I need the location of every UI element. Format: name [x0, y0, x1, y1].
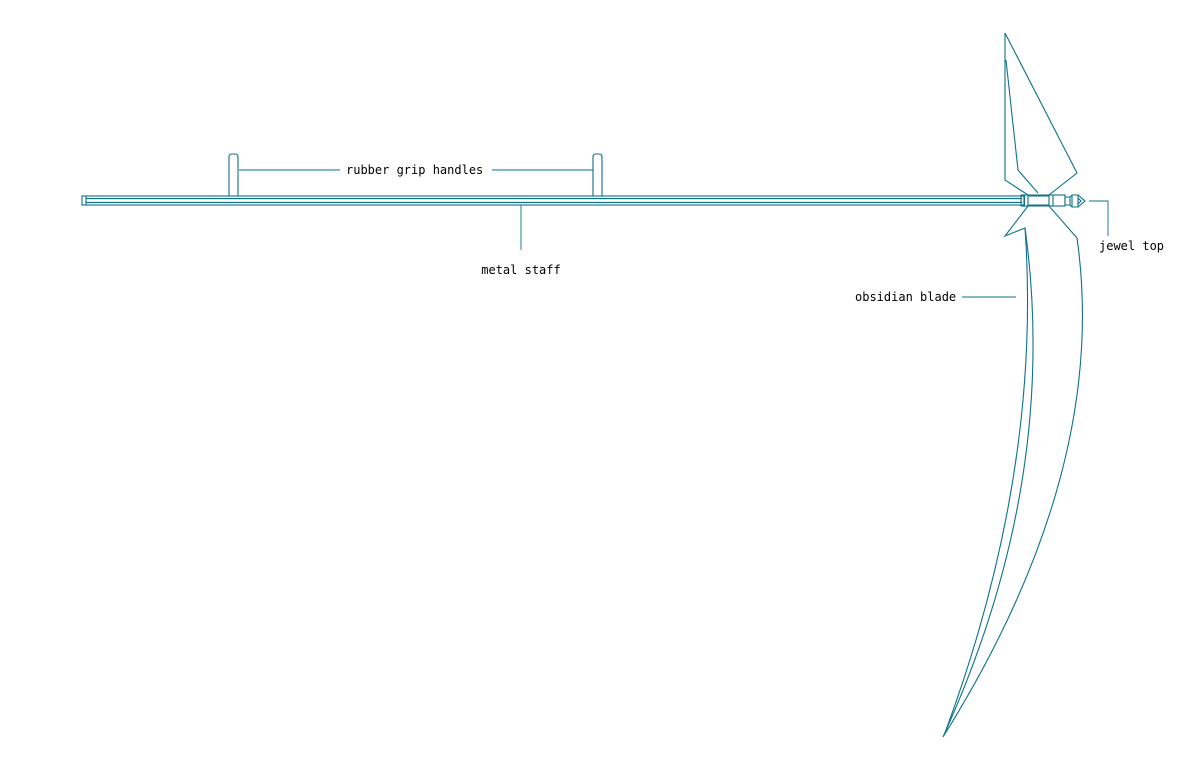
label-grip-handles: rubber grip handles — [346, 163, 483, 177]
jewel-top — [1064, 194, 1086, 208]
label-metal-staff: metal staff — [481, 263, 560, 277]
label-jewel-top: jewel top — [1099, 239, 1164, 253]
leader-lines — [239, 169, 1109, 298]
leader-jewel — [1089, 200, 1109, 236]
blade-spike — [1004, 32, 1078, 196]
grip-handle-left — [228, 153, 239, 196]
obsidian-blade — [942, 205, 1083, 738]
metal-staff — [81, 195, 1025, 206]
grip-handle-right — [592, 153, 603, 196]
blade-collar — [1020, 194, 1066, 207]
label-obsidian-blade: obsidian blade — [855, 290, 956, 304]
